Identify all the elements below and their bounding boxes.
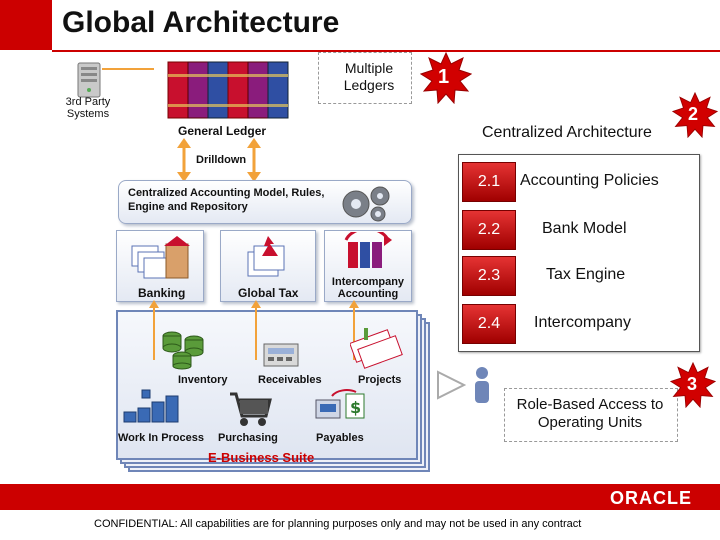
- ebs-label: E-Business Suite: [208, 450, 315, 465]
- global-tax-icon: [247, 236, 285, 277]
- gears-icon: [342, 186, 390, 222]
- badge-2-burst: [672, 92, 718, 138]
- thirdparty-connector: [102, 68, 154, 70]
- confidential-notice: CONFIDENTIAL: All capabilities are for p…: [94, 518, 582, 530]
- role-arrow: [437, 370, 466, 400]
- feature-2-4-label: Intercompany: [534, 314, 631, 331]
- payables-label: Payables: [316, 432, 364, 444]
- ledger-books-icon: [167, 61, 289, 119]
- receivables-icon: [263, 343, 299, 367]
- inventory-icon: [162, 331, 204, 370]
- server-icon: [77, 62, 101, 98]
- badge-2-number: 2: [688, 104, 699, 124]
- feature-2-2-label: Bank Model: [542, 220, 627, 237]
- badge-3-burst: [670, 362, 716, 408]
- role-based-label: Role-Based Access to Operating Units: [516, 396, 664, 431]
- centralized-model-label: Centralized Accounting Model, Rules, Eng…: [128, 187, 325, 213]
- receivables-label: Receivables: [258, 374, 322, 386]
- third-party-systems-label: 3rd Party Systems: [65, 96, 111, 120]
- drilldown-arrows: [177, 138, 261, 182]
- work-in-process-label: Work In Process: [118, 432, 204, 444]
- multiple-ledgers-label: Multiple Ledgers: [343, 60, 395, 93]
- title-underline: [52, 50, 720, 52]
- work-in-process-icon: [123, 389, 179, 423]
- projects-icon: [350, 328, 403, 369]
- global-tax-label: Global Tax: [238, 286, 299, 300]
- centralized-architecture-label: Centralized Architecture: [482, 124, 652, 141]
- oracle-logo: ORACLE: [610, 488, 692, 508]
- feature-2-2-number: 2.2: [462, 210, 516, 250]
- person-icon: [475, 367, 489, 403]
- banking-icon: [131, 236, 190, 279]
- feature-2-1-label: Accounting Policies: [520, 172, 659, 189]
- role-based-callout-box: [504, 388, 678, 442]
- badge-1-number: 1: [438, 66, 450, 88]
- intercompany-accounting-label: Intercompany Accounting: [331, 276, 405, 300]
- inventory-label: Inventory: [178, 374, 228, 386]
- feature-2-4-number: 2.4: [462, 304, 516, 344]
- purchasing-label: Purchasing: [218, 432, 278, 444]
- ledgers-callout-box: [318, 52, 412, 104]
- footer-bar: [0, 484, 720, 510]
- badge-3-number: 3: [687, 374, 698, 394]
- banking-label: Banking: [138, 286, 186, 300]
- feature-2-3-label: Tax Engine: [546, 266, 626, 283]
- intercompany-icon: [344, 232, 392, 268]
- feature-2-3-number: 2.3: [462, 256, 516, 296]
- title-accent-bar: [0, 0, 52, 50]
- svg-text:$: $: [350, 398, 361, 417]
- feature-2-1-number: 2.1: [462, 162, 516, 202]
- badge-1-burst: [420, 52, 472, 104]
- drilldown-label: Drilldown: [196, 154, 247, 166]
- page-title: Global Architecture: [62, 6, 340, 39]
- payables-icon: $: [315, 389, 365, 419]
- general-ledger-panel: [150, 54, 310, 124]
- ebs-connector-arrows: [149, 300, 359, 360]
- purchasing-icon: [230, 392, 272, 426]
- projects-label: Projects: [358, 374, 402, 386]
- general-ledger-label: General Ledger: [178, 124, 267, 138]
